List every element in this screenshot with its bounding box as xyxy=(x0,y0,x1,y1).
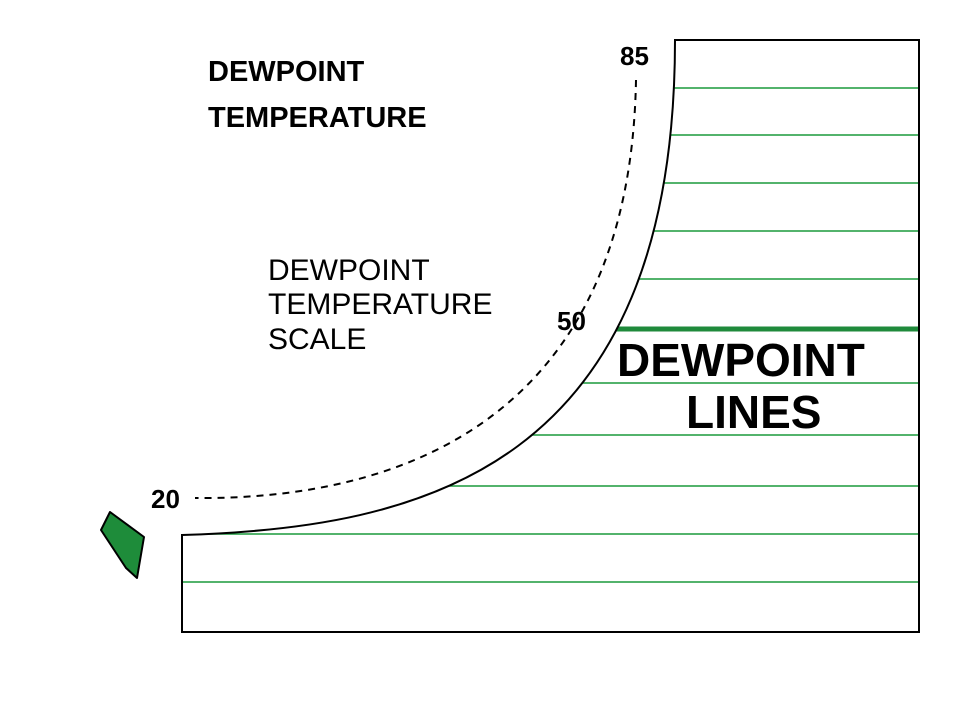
scale-tick-20: 20 xyxy=(151,484,180,514)
scale-label-line-2: TEMPERATURE xyxy=(268,288,493,321)
lines-label-line-1: DEWPOINT xyxy=(617,334,865,386)
scale-tick-50: 50 xyxy=(557,306,586,336)
title-line-1: DEWPOINT xyxy=(208,56,365,88)
scale-label-line-1: DEWPOINT xyxy=(268,254,430,287)
chart-outline xyxy=(181,39,920,633)
scale-label-line-3: SCALE xyxy=(268,323,367,356)
lines-label-line-2: LINES xyxy=(686,386,822,438)
dewpoint-scale-curve xyxy=(194,79,637,500)
arrow-icon xyxy=(100,511,145,579)
title-line-2: TEMPERATURE xyxy=(208,102,427,134)
scale-tick-85: 85 xyxy=(620,41,649,71)
